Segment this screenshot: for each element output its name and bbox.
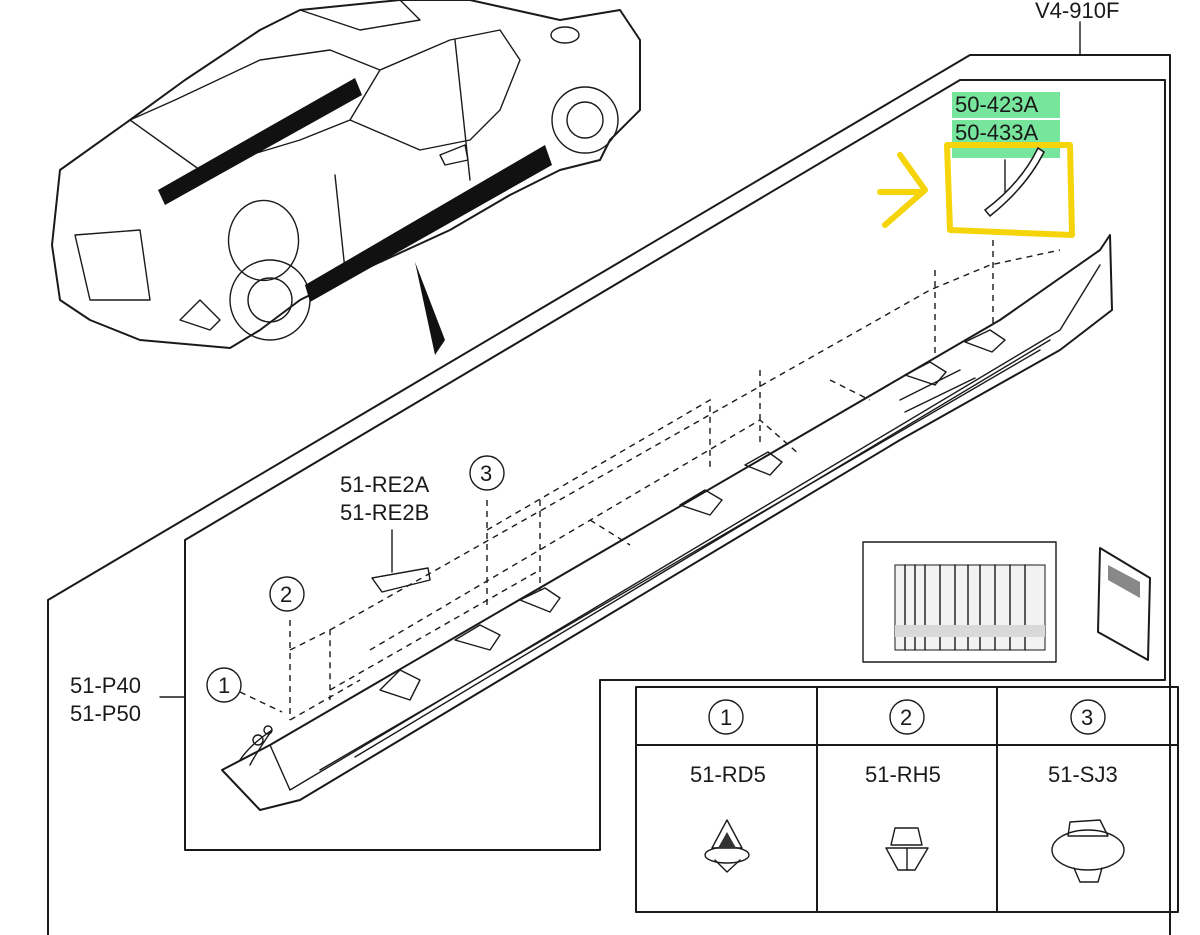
callout-upper-2: 50-433A	[955, 120, 1039, 145]
detail-frame	[184, 79, 1166, 851]
clip-rh5-drawing	[885, 827, 929, 871]
diagram-code: V4-910F	[1035, 0, 1119, 23]
table-header-1: 1	[708, 699, 744, 735]
circle-marker-3: 3	[469, 455, 505, 491]
side-sill	[221, 234, 1113, 811]
callout-emblem-1: 51-RE2A	[340, 472, 430, 497]
svg-text:2: 2	[900, 705, 912, 730]
label-sheet	[862, 541, 1057, 663]
callout-upper-1: 50-423A	[955, 92, 1039, 117]
circle-marker-1: 1	[206, 667, 283, 713]
highlighted-part: 50-423A 50-433A	[877, 92, 1075, 238]
fastener-part-3: 51-SJ3	[1048, 762, 1118, 787]
annotation-box	[944, 142, 1075, 238]
table-header-2: 2	[889, 699, 925, 735]
callout-sill-2: 51-P50	[70, 701, 141, 726]
svg-text:1: 1	[218, 673, 230, 698]
diagram-frame	[47, 54, 1171, 935]
svg-text:3: 3	[480, 461, 492, 486]
svg-text:1: 1	[720, 705, 732, 730]
table-header-3: 3	[1070, 699, 1106, 735]
clip-sj3-drawing	[1051, 819, 1125, 883]
fastener-table: 1 2 3 51-RD5 51-RH5 51-SJ3	[635, 686, 1179, 913]
emblem-part: 51-RE2A 51-RE2B	[340, 472, 431, 593]
guide-lines	[289, 240, 1061, 721]
svg-text:3: 3	[1081, 705, 1093, 730]
callout-sill-1: 51-P40	[70, 673, 141, 698]
fastener-part-1: 51-RD5	[690, 762, 766, 787]
car-illustration	[51, 0, 641, 355]
clip-rd5-drawing	[704, 819, 750, 873]
instruction-card	[1097, 547, 1151, 661]
circle-marker-2: 2	[269, 576, 305, 612]
fastener-part-2: 51-RH5	[865, 762, 941, 787]
svg-text:2: 2	[280, 582, 292, 607]
callout-emblem-2: 51-RE2B	[340, 500, 429, 525]
annotation-arrow	[877, 152, 928, 228]
